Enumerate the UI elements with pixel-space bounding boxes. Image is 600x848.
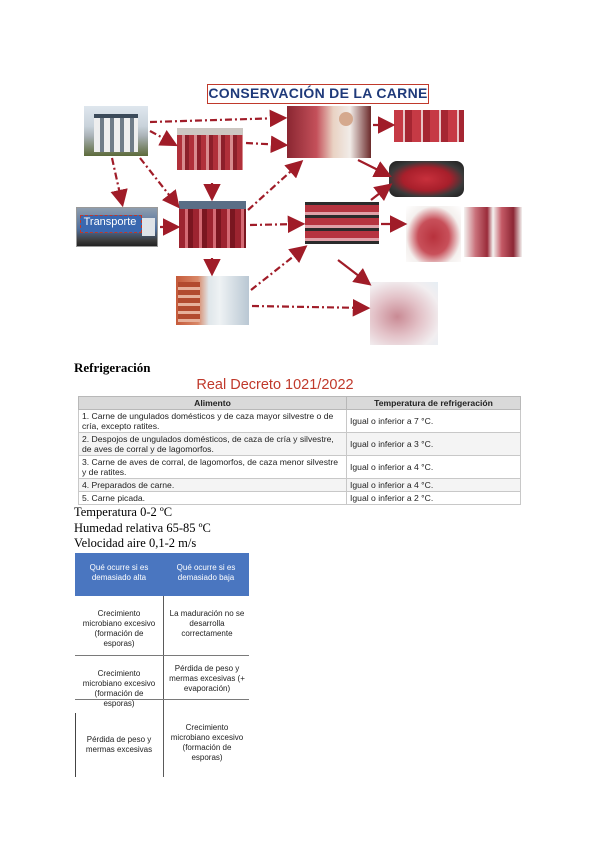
header-food: Alimento bbox=[79, 397, 347, 410]
arrow-warehouse-frozen bbox=[252, 306, 366, 308]
table-row: 3. Carne de aves de corral, de lagomorfo… bbox=[79, 456, 521, 479]
table-row: 1. Carne de ungulados domésticos y de ca… bbox=[79, 410, 521, 433]
temp-cell: Igual o inferior a 4 °C. bbox=[347, 456, 521, 479]
arrow-display-tray bbox=[371, 186, 389, 200]
humidity-effects-table: Qué ocurre si es demasiado alta Qué ocur… bbox=[75, 553, 249, 777]
arrow-display-frozen bbox=[338, 260, 368, 283]
header-too-high: Qué ocurre si es demasiado alta bbox=[79, 563, 159, 583]
arrow-building-carcass2 bbox=[140, 158, 177, 205]
temp-cell: Igual o inferior a 7 °C. bbox=[347, 410, 521, 433]
arrow-building-truck bbox=[112, 158, 122, 203]
effect-cell: Crecimiento microbiano excesivo (formaci… bbox=[78, 669, 160, 709]
food-cell: 2. Despojos de ungulados domésticos, de … bbox=[79, 433, 347, 456]
arrow-building-carcass bbox=[150, 131, 174, 144]
air-speed-param: Velocidad aire 0,1-2 m/s bbox=[74, 536, 211, 552]
column-divider bbox=[163, 596, 164, 777]
flow-arrows bbox=[0, 0, 600, 360]
header-temperature: Temperatura de refrigeración bbox=[347, 397, 521, 410]
humidity-param: Humedad relativa 65-85 ºC bbox=[74, 521, 211, 537]
food-cell: 3. Carne de aves de corral, de lagomorfo… bbox=[79, 456, 347, 479]
effect-cell: Crecimiento microbiano excesivo (formaci… bbox=[78, 609, 160, 649]
decree-text: Real Decreto 1021/2022 bbox=[196, 377, 353, 393]
effect-cell: Pérdida de peso y mermas excesivas bbox=[78, 735, 160, 755]
temp-cell: Igual o inferior a 2 °C. bbox=[347, 492, 521, 505]
table-row: 4. Preparados de carne. Igual o inferior… bbox=[79, 479, 521, 492]
refrigeration-table: Alimento Temperatura de refrigeración 1.… bbox=[78, 396, 521, 505]
truck-label: Transporte bbox=[77, 216, 143, 228]
table-header-row: Alimento Temperatura de refrigeración bbox=[79, 397, 521, 410]
table-row: 5. Carne picada. Igual o inferior a 2 °C… bbox=[79, 492, 521, 505]
arrow-warehouse-display bbox=[251, 248, 304, 290]
effects-header: Qué ocurre si es demasiado alta Qué ocur… bbox=[75, 553, 249, 596]
arrow-carcass2-display bbox=[250, 224, 301, 225]
section-title: Refrigeración bbox=[74, 360, 151, 376]
arrow-carcass2-butcher bbox=[248, 163, 300, 210]
arrow-carcass-butcher bbox=[246, 143, 284, 145]
effect-cell: Crecimiento microbiano excesivo (formaci… bbox=[166, 723, 248, 763]
header-too-low: Qué ocurre si es demasiado baja bbox=[166, 563, 246, 583]
food-cell: 4. Preparados de carne. bbox=[79, 479, 347, 492]
arrow-butcher-tray bbox=[358, 160, 388, 175]
food-cell: 1. Carne de ungulados domésticos y de ca… bbox=[79, 410, 347, 433]
temp-cell: Igual o inferior a 3 °C. bbox=[347, 433, 521, 456]
row-divider bbox=[75, 655, 249, 656]
food-cell: 5. Carne picada. bbox=[79, 492, 347, 505]
arrow-building-butcher bbox=[150, 118, 283, 122]
table-row: 2. Despojos de ungulados domésticos, de … bbox=[79, 433, 521, 456]
effect-cell: Pérdida de peso y mermas excesivas (+ ev… bbox=[166, 664, 248, 694]
temp-cell: Igual o inferior a 4 °C. bbox=[347, 479, 521, 492]
storage-parameters: Temperatura 0-2 ºC Humedad relativa 65-8… bbox=[74, 505, 211, 552]
temperature-param: Temperatura 0-2 ºC bbox=[74, 505, 211, 521]
left-border bbox=[75, 713, 76, 777]
decree-heading: Real Decreto 1021/2022 bbox=[0, 377, 600, 393]
effect-cell: La maduración no se desarrolla correctam… bbox=[166, 609, 248, 639]
